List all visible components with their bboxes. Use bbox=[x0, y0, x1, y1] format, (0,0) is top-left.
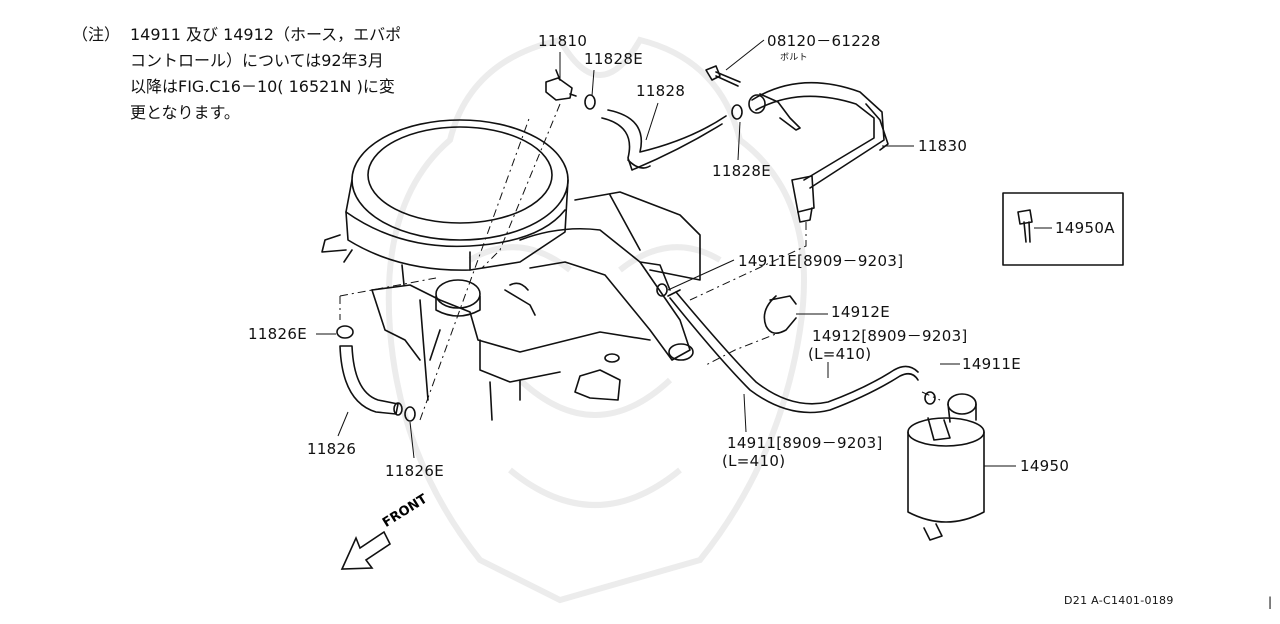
label-14911: 14911[8909－9203] bbox=[727, 434, 883, 452]
engine-block bbox=[371, 279, 651, 421]
label-11830: 11830 bbox=[918, 137, 968, 155]
label-08120-61228: 08120－61228 bbox=[767, 32, 881, 50]
bolt-icon bbox=[705, 65, 741, 87]
part-11828-hose bbox=[601, 109, 727, 171]
label-14911E-upper: 14911E[8909－9203] bbox=[738, 252, 904, 270]
label-14912: 14912[8909－9203] bbox=[812, 327, 968, 345]
label-14911E-lower: 14911E bbox=[962, 355, 1021, 373]
diagram-code: D21 A-C1401-0189 bbox=[1064, 594, 1174, 607]
edge-mark: | bbox=[1268, 595, 1273, 609]
assembly-lines bbox=[339, 103, 941, 421]
label-14950: 14950 bbox=[1020, 457, 1070, 475]
label-11826E-left: 11826E bbox=[248, 325, 307, 343]
note-line-3: 以降はFIG.C16－10( 16521N )に変 bbox=[130, 77, 395, 96]
note-block: （注） 14911 及び 14912（ホース，エバポ コントロール）については9… bbox=[72, 22, 472, 126]
note-mark: （注） bbox=[72, 25, 121, 44]
label-11828E-bottom: 11828E bbox=[712, 162, 771, 180]
part-11826E-clip-left bbox=[336, 325, 354, 339]
part-14911E-clip-lower bbox=[924, 391, 936, 405]
part-11828E-clip-bottom bbox=[731, 104, 743, 120]
front-arrow-icon bbox=[340, 530, 392, 570]
label-11826E-bottom: 11826E bbox=[385, 462, 444, 480]
part-11828E-clip-top bbox=[584, 94, 596, 110]
label-11810: 11810 bbox=[538, 32, 588, 50]
label-bolt: ボルト bbox=[780, 53, 808, 63]
label-14912E: 14912E bbox=[831, 303, 890, 321]
label-14911-length: (L=410) bbox=[722, 452, 786, 470]
air-cleaner bbox=[321, 119, 569, 286]
part-11826-hose bbox=[339, 345, 403, 416]
part-14912E-clamp bbox=[763, 295, 797, 334]
label-14912-length: (L=410) bbox=[808, 345, 872, 363]
part-14950A-box bbox=[1002, 192, 1124, 266]
label-14950A: 14950A bbox=[1055, 219, 1115, 237]
leader-lines bbox=[316, 39, 1052, 467]
part-14911E-clip-upper bbox=[656, 283, 668, 297]
label-11828: 11828 bbox=[636, 82, 686, 100]
part-14950A-bolt bbox=[1017, 209, 1033, 243]
intake-duct bbox=[519, 191, 701, 361]
part-11810-valve bbox=[545, 69, 577, 101]
label-11826: 11826 bbox=[307, 440, 357, 458]
note-line-1: 14911 及び 14912（ホース，エバポ bbox=[130, 25, 402, 44]
note-line-2: コントロール）については92年3月 bbox=[130, 51, 384, 70]
part-11830-pipe bbox=[748, 81, 889, 223]
part-14950-canister bbox=[907, 393, 985, 541]
label-11828E-top: 11828E bbox=[584, 50, 643, 68]
part-11826E-clip-bottom bbox=[404, 406, 416, 422]
note-line-4: 更となります。 bbox=[130, 103, 240, 122]
watermark-emblem bbox=[385, 36, 807, 604]
